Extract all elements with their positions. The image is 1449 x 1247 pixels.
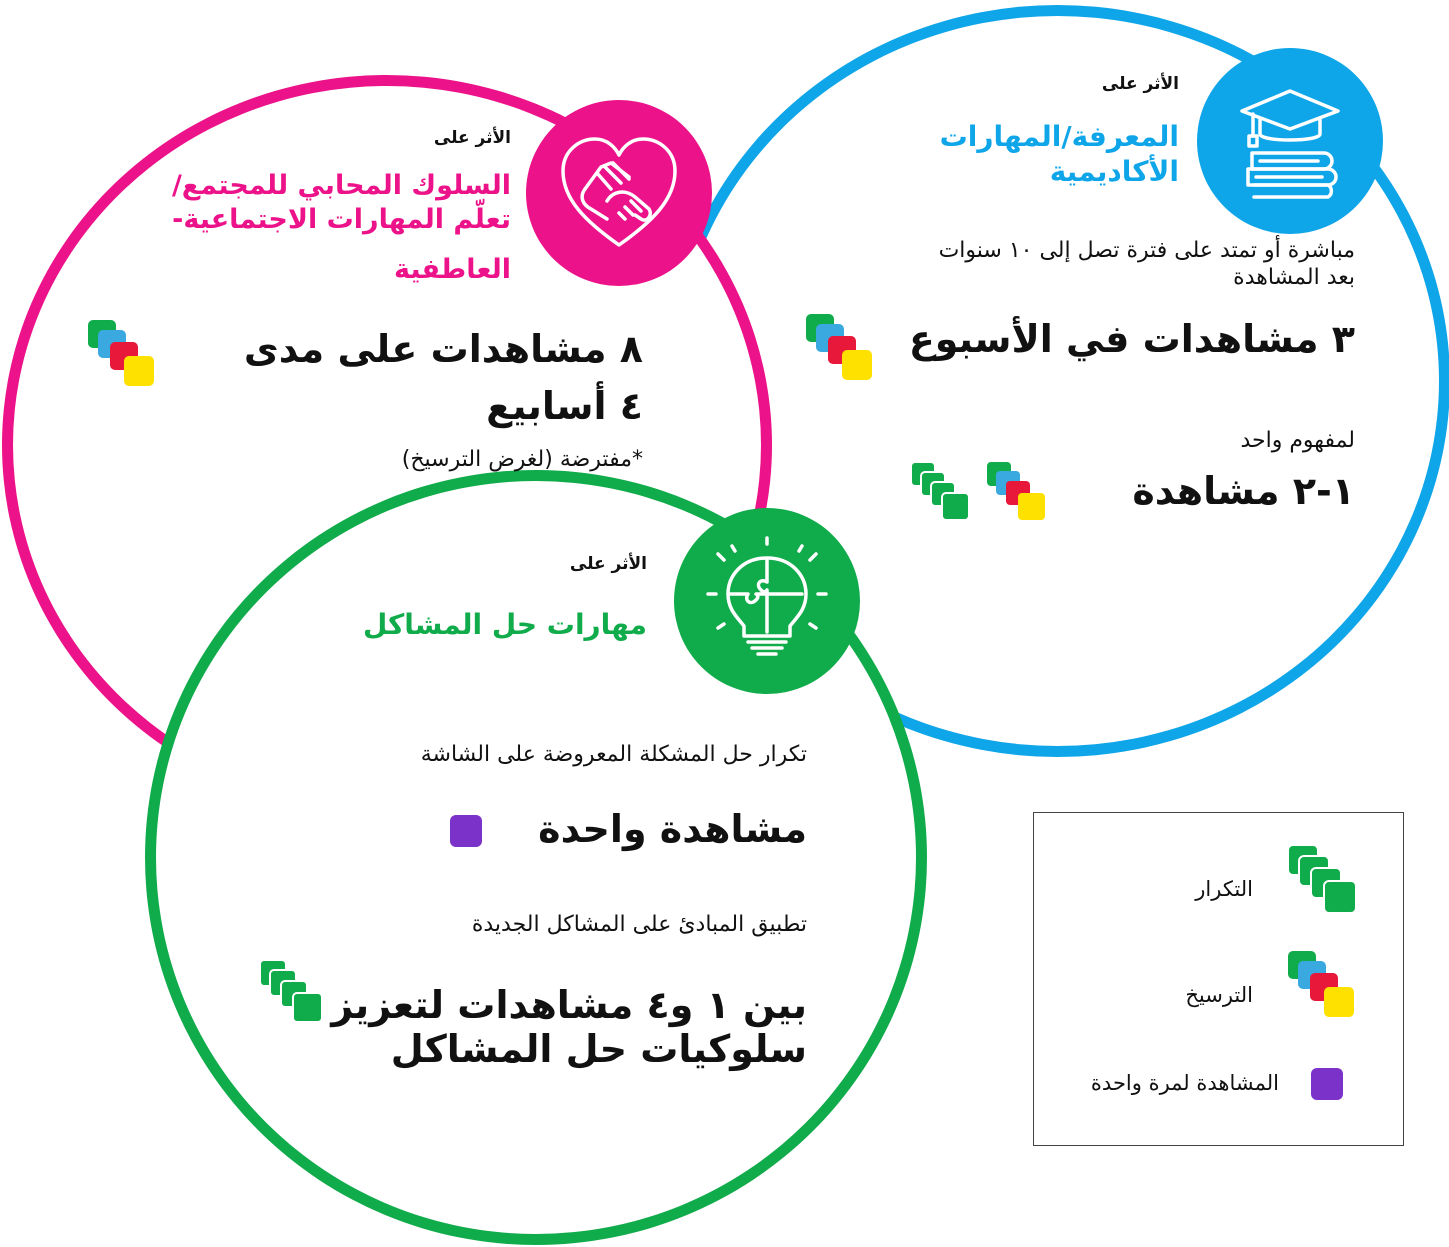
single-viewing-icon (1310, 1067, 1344, 1105)
repetition-icon (909, 460, 971, 526)
academic-title-line1: المعرفة/المهارات (939, 120, 1179, 153)
problem-desc2: تطبيق المبادئ على المشاكل الجديدة (471, 912, 807, 937)
repetition-icon (258, 958, 324, 1028)
academic-desc-line2: بعد المشاهدة (1233, 265, 1355, 290)
social-stat-line2: ٤ أسابيع (486, 384, 643, 428)
social-note: *مفترضة (لغرض الترسيخ) (401, 447, 643, 472)
problem-stat2-line2: سلوكيات حل المشاكل (390, 1027, 807, 1071)
social-title-line1: السلوك المحابي للمجتمع/ (171, 170, 511, 201)
legend-consolidation-label: الترسيخ (1185, 983, 1253, 1007)
single-viewing-icon (449, 814, 483, 852)
academic-desc-line1: مباشرة أو تمتد على فترة تصل إلى ١٠ سنوات (938, 238, 1355, 263)
academic-title-line2: الأكاديمية (1049, 155, 1179, 188)
academic-impact-label: الأثر على (1101, 74, 1179, 94)
legend-repetition-label: التكرار (1195, 877, 1253, 901)
problem-desc1: تكرار حل المشكلة المعروضة على الشاشة (420, 742, 807, 767)
books-graduation-cap-icon (1197, 48, 1383, 234)
problem-impact-label: الأثر على (569, 554, 647, 574)
lightbulb-puzzle-icon (674, 508, 860, 694)
problem-title: مهارات حل المشاكل (362, 608, 647, 641)
repetition-icon (1286, 843, 1358, 919)
social-impact-label: الأثر على (433, 128, 511, 148)
social-title-line2: تعلّم المهارات الاجتماعية- (172, 204, 511, 235)
legend-single-viewing-label: المشاهدة لمرة واحدة (1090, 1071, 1279, 1095)
problem-stat1: مشاهدة واحدة (538, 807, 807, 851)
academic-stat2: ١-٢ مشاهدة (1132, 469, 1355, 513)
legend: التكرار الترسيخ المشاهدة لمرة واحدة (1033, 812, 1404, 1146)
social-title-line3: العاطفية (393, 254, 511, 285)
academic-desc2: لمفهوم واحد (1240, 428, 1355, 453)
consolidation-icon (86, 318, 158, 394)
academic-stat1: ٣ مشاهدات في الأسبوع (908, 317, 1355, 361)
consolidation-icon (985, 460, 1047, 526)
problem-stat2-line1: بين ١ و٤ مشاهدات لتعزيز (331, 983, 807, 1027)
social-stat-line1: ٨ مشاهدات على مدى (243, 327, 643, 371)
consolidation-icon (804, 312, 876, 388)
heart-hands-icon (526, 100, 712, 286)
consolidation-icon (1286, 949, 1358, 1025)
